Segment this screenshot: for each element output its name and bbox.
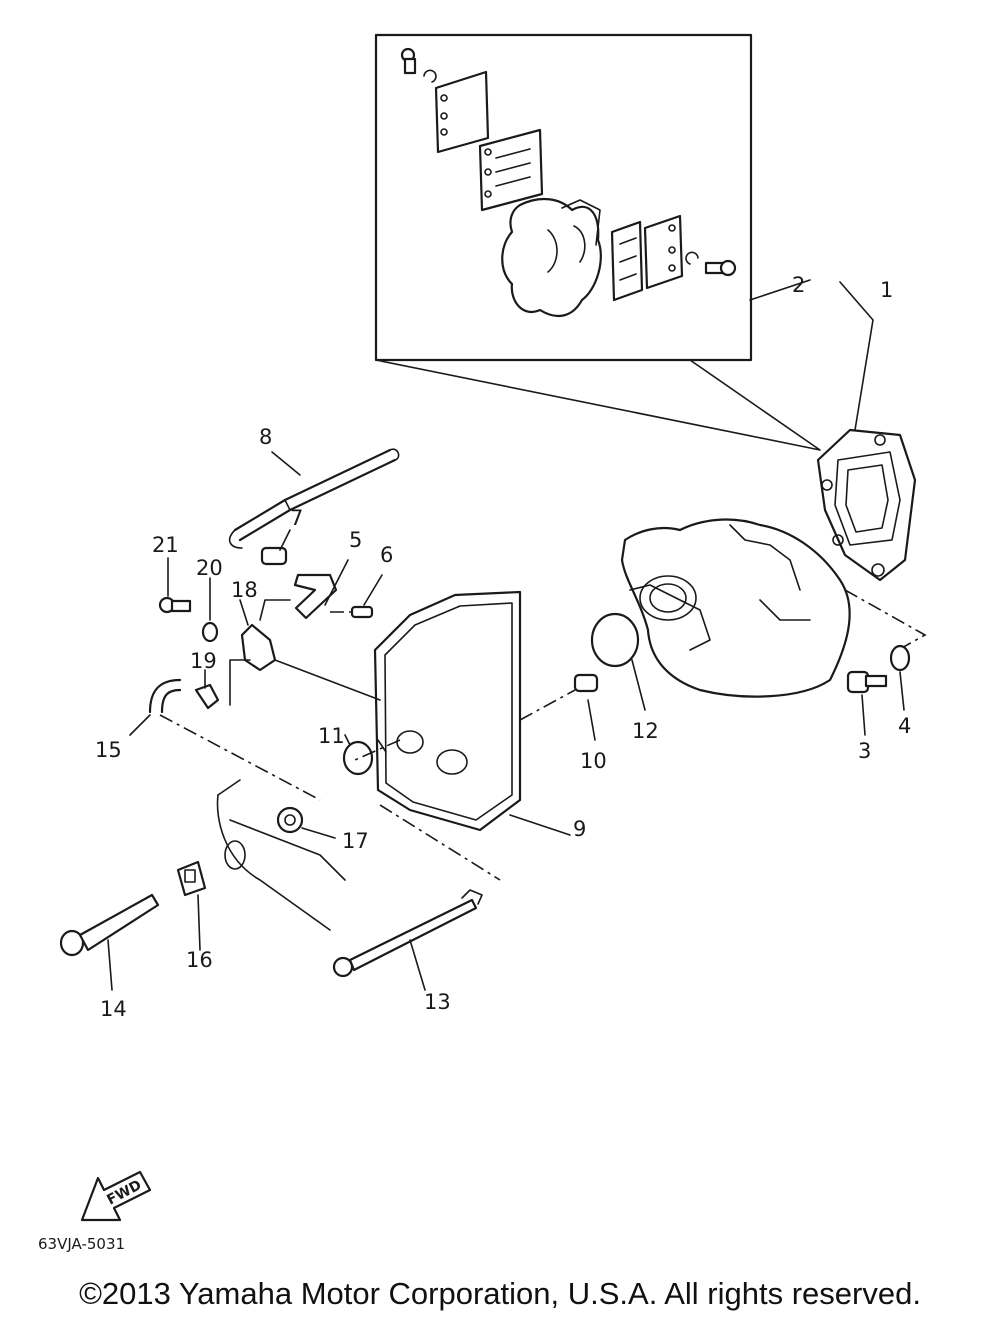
- callout-18: 18: [231, 578, 258, 602]
- callout-20: 20: [196, 556, 223, 580]
- inset-valve-body: [501, 197, 602, 318]
- clip-19: [194, 669, 220, 710]
- callout-1: 1: [880, 278, 893, 302]
- copyright-notice: ©2013 Yamaha Motor Corporation, U.S.A. A…: [79, 1276, 921, 1311]
- bolt-3: [846, 670, 888, 736]
- gasket: [590, 612, 640, 668]
- callout-6: 6: [380, 543, 393, 567]
- crankcase: [620, 518, 851, 698]
- callout-14: 14: [100, 997, 127, 1021]
- inset-screw-right: [685, 251, 737, 277]
- callout-15: 15: [95, 738, 122, 762]
- bracket-18: [239, 599, 381, 701]
- grommet-10: [519, 673, 599, 741]
- callout-17: 17: [342, 829, 369, 853]
- washer-4: [889, 644, 911, 672]
- callout-5: 5: [349, 528, 362, 552]
- silencer-box: [373, 590, 522, 832]
- inset-stopper-right: [643, 214, 684, 290]
- plug-11: [342, 734, 374, 776]
- callout-2: 2: [792, 273, 805, 297]
- callout-13: 13: [424, 990, 451, 1014]
- hose-8: [228, 448, 400, 549]
- grommet-17: [276, 806, 336, 839]
- grommet-16: [176, 860, 207, 951]
- callout-10: 10: [580, 749, 607, 773]
- washer-20: [201, 621, 219, 643]
- drawing-code: 63VJA-5031: [38, 1235, 126, 1253]
- callout-11: 11: [318, 724, 345, 748]
- inset-reed-right: [610, 220, 644, 302]
- callout-19: 19: [190, 649, 217, 673]
- inset-screw-top: [400, 47, 437, 83]
- callout-labels: 1 2 3 4 5 6 7 8 9 10 11 12 13 14 15 16 1…: [95, 273, 911, 1021]
- callout-7: 7: [290, 506, 303, 530]
- bolt-13: [332, 804, 501, 991]
- callout-4: 4: [898, 714, 911, 738]
- joint-5: [293, 559, 349, 620]
- lever-14: [59, 893, 160, 991]
- pin-6: [330, 574, 383, 619]
- reed-valve-assembly: [816, 428, 917, 582]
- fwd-arrow-icon: FWD: [80, 1170, 152, 1222]
- lower-cover: [216, 779, 346, 931]
- screw-21: [158, 557, 192, 614]
- callout-3: 3: [858, 739, 871, 763]
- callout-9: 9: [573, 817, 586, 841]
- callout-12: 12: [632, 719, 659, 743]
- callout-21: 21: [152, 533, 179, 557]
- fitting-7: [260, 529, 291, 566]
- callout-8: 8: [259, 425, 272, 449]
- hose-15: [129, 678, 182, 736]
- reed-valve-inset: [374, 33, 753, 362]
- inset-stopper-plate: [434, 70, 490, 154]
- callout-16: 16: [186, 948, 213, 972]
